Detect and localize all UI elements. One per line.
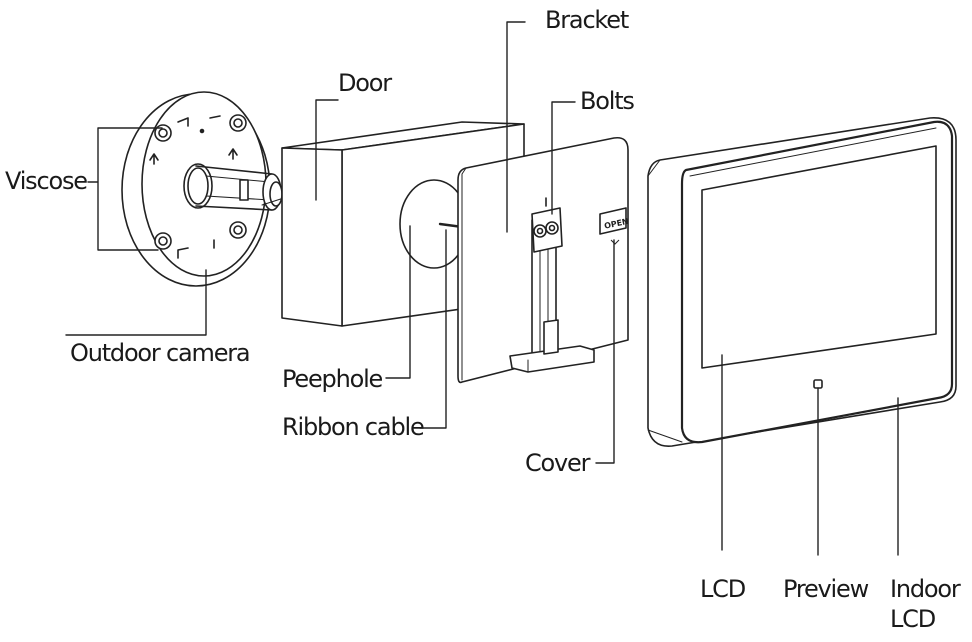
cover-leader [595, 239, 615, 464]
bracket [457, 136, 629, 384]
bolts-leader [551, 101, 576, 215]
outdoor-camera-leader [65, 269, 207, 336]
label-viscose: Viscose [5, 167, 88, 195]
up-arrow-icon [149, 153, 159, 165]
leader-lines [65, 21, 899, 556]
label-preview: Preview [783, 575, 869, 603]
label-ribbon-cable: Ribbon cable [282, 413, 425, 441]
cover-open-marking: OPEN [603, 217, 629, 231]
corner-mark [177, 239, 215, 259]
label-lcd: LCD [700, 575, 746, 603]
camera-tube [195, 165, 273, 211]
ribbon-cable-leader [419, 229, 447, 429]
label-indoor-lcd-line1: Indoor [890, 575, 961, 603]
label-bolts: Bolts [580, 87, 635, 115]
door-leader [315, 99, 339, 201]
viscose-leader [87, 127, 163, 251]
bolts [531, 197, 563, 253]
indoor-lcd [647, 117, 957, 447]
outdoor-camera [121, 91, 291, 287]
peephole-leader [385, 225, 411, 379]
label-bracket: Bracket [545, 6, 629, 34]
cover-latch [599, 207, 627, 235]
label-cover: Cover [525, 449, 590, 477]
label-peephole: Peephole [282, 365, 383, 393]
down-arrow-icon [610, 239, 620, 245]
label-outdoor-camera: Outdoor camera [70, 339, 251, 367]
corner-mark [177, 115, 221, 127]
up-arrow-icon [228, 148, 238, 160]
lcd-screen [701, 145, 937, 369]
label-indoor-lcd-line2: LCD [890, 605, 936, 633]
camera-screw-holes [154, 114, 247, 250]
bracket-leader [506, 21, 526, 233]
label-door: Door [338, 69, 392, 97]
